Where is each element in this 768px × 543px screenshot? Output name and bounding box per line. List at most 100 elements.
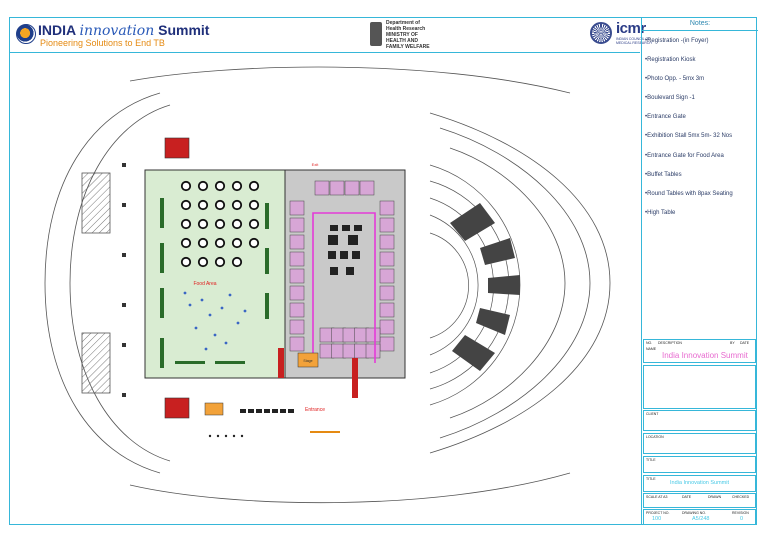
- exhibition-stall: [379, 336, 395, 352]
- revision-label: REVISION: [732, 511, 749, 515]
- round-table: [197, 218, 209, 230]
- high-table: [183, 291, 187, 295]
- exhibition-stall: [289, 336, 305, 352]
- exhibition-stall: [289, 268, 305, 284]
- globe-icon: [16, 24, 36, 44]
- buffet-table: [215, 361, 245, 364]
- exhibition-stall: [289, 200, 305, 216]
- drawing-no-label: DRAWING NO.: [682, 511, 706, 515]
- seal-icon: [590, 22, 612, 44]
- outer-building-shell: [44, 66, 611, 504]
- buffet-table: [160, 198, 164, 228]
- notes-list: •Registration -(in Foyer)•Registration K…: [645, 32, 755, 223]
- high-tables-group: [183, 291, 247, 351]
- exhibition-stall: [314, 180, 330, 196]
- buffet-table: [265, 203, 269, 229]
- brand-title: INDIA innovation Summit: [38, 22, 209, 39]
- bottom-foyer-markers: [208, 431, 340, 438]
- title-value: India Innovation Summit: [670, 480, 730, 486]
- header: INDIA innovation Summit Pioneering Solut…: [10, 18, 652, 53]
- stalls-group: [289, 180, 395, 359]
- exhibition-stall: [289, 217, 305, 233]
- central-seating: [328, 225, 362, 275]
- high-table: [213, 333, 217, 337]
- stair-hatch-top: [81, 172, 111, 234]
- round-table: [248, 180, 260, 192]
- note-item: •High Table: [645, 209, 676, 216]
- scale-label: SCALE AT A3: [646, 495, 668, 499]
- buffet-table: [160, 338, 164, 368]
- round-table: [248, 218, 260, 230]
- round-table: [197, 237, 209, 249]
- note-item: •Registration -(in Foyer): [645, 38, 709, 44]
- exhibition-stall: [379, 319, 395, 335]
- food-area-zone: [144, 169, 286, 379]
- drawing-no: A5/248: [692, 516, 710, 522]
- exhibition-stall: [379, 217, 395, 233]
- round-table: [180, 218, 192, 230]
- high-table: [200, 298, 204, 302]
- notes-title: Notes:: [642, 17, 758, 31]
- round-table: [180, 180, 192, 192]
- title-value-row: TITLE India Innovation Summit: [643, 475, 756, 492]
- round-table: [180, 256, 192, 268]
- exhibition-stall: [289, 319, 305, 335]
- high-table: [228, 293, 232, 297]
- registration-kiosk-top: [164, 137, 190, 159]
- entrance-gate-food: [278, 348, 284, 378]
- brand-italic: innovation: [79, 23, 155, 39]
- icmr-subtext: INDIAN COUNCIL OF MEDICAL RESEARCH: [616, 37, 652, 45]
- exhibition-stall: [289, 285, 305, 301]
- project-no-label: PROJECT NO.: [646, 511, 670, 515]
- notes-sidebar: Notes: •Registration -(in Foyer)•Registr…: [641, 17, 758, 525]
- photo-opp-booth: [204, 402, 224, 416]
- date-label: DATE: [740, 341, 750, 345]
- buffet-table: [265, 248, 269, 274]
- exhibition-stall: [379, 302, 395, 318]
- buffet-table: [160, 288, 164, 318]
- entrance-gate-right: [352, 358, 358, 398]
- title-label: TITLE: [646, 458, 656, 462]
- buffet-table: [265, 293, 269, 319]
- exhibition-stall: [365, 327, 381, 343]
- round-table: [214, 237, 226, 249]
- high-table: [188, 303, 192, 307]
- note-item: •Boulevard Sign -1: [645, 95, 695, 102]
- round-table: [180, 199, 192, 211]
- round-table: [214, 256, 226, 268]
- round-table: [231, 180, 243, 192]
- round-table: [197, 199, 209, 211]
- project-name: India Innovation Summit: [662, 351, 748, 360]
- exhibition-stall: [289, 251, 305, 267]
- note-item: •Photo Opp. - 5mx 3m: [645, 76, 705, 83]
- registration-kiosk-bottom: [164, 397, 190, 419]
- round-table: [231, 256, 243, 268]
- description-label: DESCRIPTION: [658, 341, 682, 345]
- date-field-label: DATE: [682, 495, 692, 499]
- exhibition-stall: [329, 180, 345, 196]
- government-logo: Department of Health Research MINISTRY O…: [370, 20, 460, 50]
- round-table: [248, 199, 260, 211]
- brand-tagline: Pioneering Solutions to End TB: [40, 38, 165, 48]
- no-label: NO.: [646, 341, 653, 345]
- high-table: [236, 321, 240, 325]
- emblem-icon: [370, 22, 382, 46]
- high-table: [243, 309, 247, 313]
- exhibition-stall: [289, 234, 305, 250]
- icmr-text: icmr: [616, 20, 646, 37]
- revision-row: NO. DESCRIPTION BY DATE NAME India Innov…: [643, 339, 756, 363]
- high-table: [204, 347, 208, 351]
- exhibition-stall: [359, 180, 375, 196]
- stage-platform: [297, 352, 319, 368]
- structural-columns: [122, 163, 126, 397]
- round-table: [231, 237, 243, 249]
- round-table: [248, 237, 260, 249]
- revision-value: 0: [740, 516, 744, 522]
- round-table: [180, 237, 192, 249]
- exhibition-stall: [379, 234, 395, 250]
- brand-prefix: INDIA: [38, 22, 76, 38]
- drawing-frame: [9, 17, 757, 525]
- note-item: •Exhibition Stall 5mx 5m- 32 Nos: [645, 133, 733, 140]
- exhibition-stall: [365, 343, 381, 359]
- project-no: 100: [652, 516, 662, 522]
